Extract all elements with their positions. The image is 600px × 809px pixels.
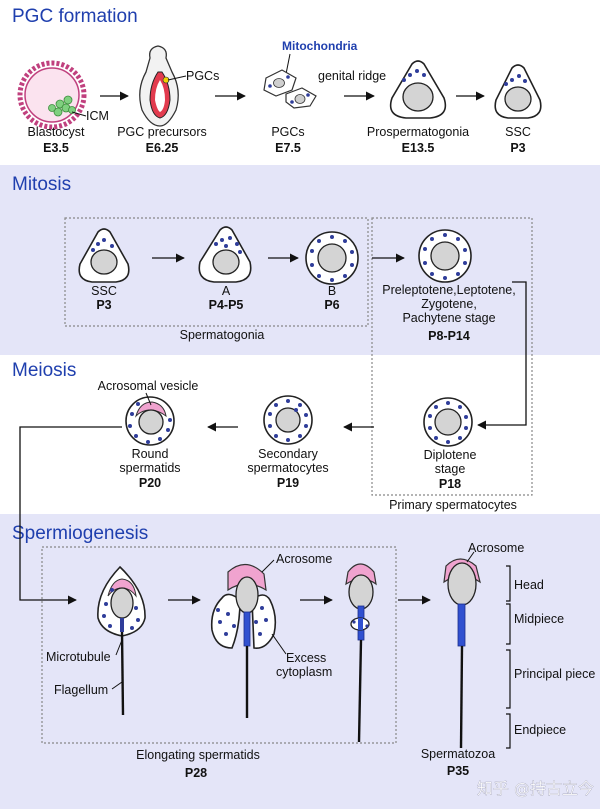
section-title-meiosis: Meiosis	[12, 360, 76, 381]
mitochondria-pointer	[285, 53, 291, 75]
pgc-precursor-embryo	[139, 45, 179, 127]
elongating-spermatid-3	[345, 563, 377, 743]
blastocyst-stage: E3.5	[43, 141, 69, 155]
spermatozoon	[443, 558, 481, 749]
icm-label: ICM	[86, 109, 109, 123]
head-label: Head	[514, 578, 544, 592]
ssc-cell-top	[494, 64, 542, 119]
principal-piece-label: Principal piece	[514, 667, 595, 681]
type-a-stage: P4-P5	[209, 298, 244, 312]
excess-line2: cytoplasm	[276, 665, 332, 679]
arrow-to-diplotene	[477, 281, 527, 430]
type-b-stage: P6	[324, 298, 339, 312]
type-a-cell	[198, 226, 252, 283]
diplotene-cell	[423, 397, 473, 447]
diplotene-line1: Diplotene	[424, 448, 477, 462]
mitochondria-label: Mitochondria	[282, 39, 358, 53]
primary-spermatocytes-label: Primary spermatocytes	[389, 498, 517, 512]
elongating-box	[41, 546, 397, 744]
excess-pointer	[271, 633, 287, 655]
elongating-spermatid-1	[97, 565, 146, 716]
blastocyst-label: Blastocyst	[28, 125, 85, 139]
spermatozoa-stage: P35	[447, 764, 469, 778]
precursor-stage: E6.25	[146, 141, 179, 155]
prospermatogonia-cell	[389, 60, 447, 119]
elongating-stage: P28	[185, 766, 207, 780]
prosperm-stage: E13.5	[402, 141, 435, 155]
secondary-line2: spermatocytes	[247, 461, 328, 475]
excess-line1: Excess	[286, 651, 326, 665]
prelep-line2: Zygotene,	[421, 297, 477, 311]
prosperm-label: Prospermatogonia	[367, 125, 469, 139]
preleptotene-cell	[418, 229, 472, 283]
pgcs-stage: E7.5	[275, 141, 301, 155]
section-title-mitosis: Mitosis	[12, 174, 71, 195]
acrosome-label-1: Acrosome	[276, 552, 332, 566]
diplotene-line2: stage	[435, 462, 466, 476]
type-b-cell	[305, 231, 359, 285]
ssc-mitosis-stage: P3	[96, 298, 111, 312]
ssc-mitosis-label: SSC	[91, 284, 117, 298]
elongating-label: Elongating spermatids	[136, 748, 260, 762]
round-spermatid-cell	[125, 396, 175, 446]
flagellum-pointer	[111, 681, 123, 690]
prelep-line1: Preleptotene,Leptotene,	[382, 283, 515, 297]
spermatogonia-box	[64, 217, 369, 327]
prelep-line3: Pachytene stage	[402, 311, 495, 325]
arrow-to-spermiogenesis	[19, 426, 122, 605]
pgcs-inner-pointer	[167, 75, 187, 81]
genital-ridge-label: genital ridge	[318, 69, 386, 83]
type-b-label: B	[328, 284, 336, 298]
spermatogonia-label: Spermatogonia	[180, 328, 265, 342]
ssc-top-stage: P3	[510, 141, 525, 155]
watermark: 知乎 @持古立今	[477, 779, 594, 798]
type-a-label: A	[222, 284, 231, 298]
diplotene-stage: P18	[439, 477, 461, 491]
precursor-label: PGC precursors	[117, 125, 207, 139]
round-line2: spermatids	[119, 461, 180, 475]
acrosome1-pointer	[261, 559, 275, 573]
ssc-cell-mitosis	[78, 228, 130, 283]
acrosomal-vesicle-label: Acrosomal vesicle	[98, 379, 199, 393]
vesicle-pointer	[145, 392, 152, 406]
elongating-spermatid-2	[210, 563, 277, 718]
round-stage: P20	[139, 476, 161, 490]
migrating-pgcs	[263, 69, 317, 109]
microtubule-label: Microtubule	[46, 650, 111, 664]
ssc-top-label: SSC	[505, 125, 531, 139]
secondary-line1: Secondary	[258, 447, 319, 461]
flagellum-label: Flagellum	[54, 683, 108, 697]
secondary-spermatocyte-cell	[263, 395, 313, 445]
prelep-stage: P8-P14	[428, 329, 470, 343]
section-title-spermiogenesis: Spermiogenesis	[12, 523, 148, 544]
acrosome2-pointer	[466, 551, 475, 563]
endpiece-label: Endpiece	[514, 723, 566, 737]
icm-pointer	[71, 111, 87, 117]
spermiogenesis-band	[0, 514, 600, 809]
acrosome-label-2: Acrosome	[468, 541, 524, 555]
midpiece-label: Midpiece	[514, 612, 564, 626]
secondary-stage: P19	[277, 476, 299, 490]
spermatozoa-label: Spermatozoa	[421, 747, 495, 761]
part-brackets	[506, 565, 511, 749]
primary-spermatocytes-box	[371, 217, 533, 496]
blastocyst-cell	[17, 60, 87, 130]
section-title-pgc: PGC formation	[12, 6, 138, 27]
pgcs-inner-label: PGCs	[186, 69, 219, 83]
pgcs-label: PGCs	[271, 125, 304, 139]
round-line1: Round	[132, 447, 169, 461]
microtubule-pointer	[115, 639, 123, 656]
